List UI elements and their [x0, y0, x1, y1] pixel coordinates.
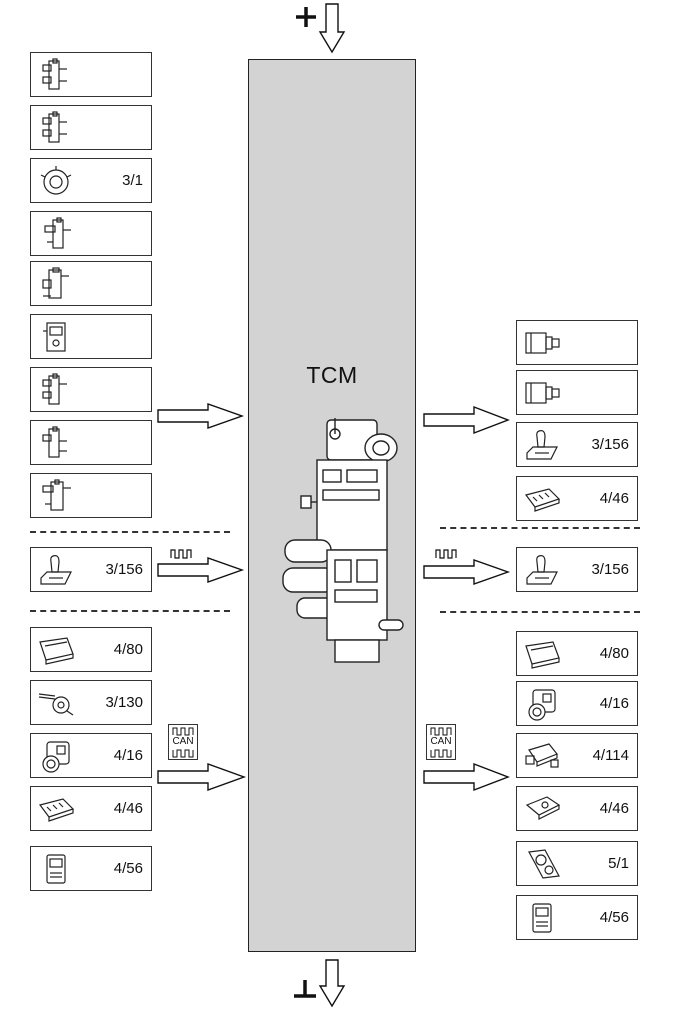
power-in-arrow [318, 3, 346, 54]
left-input-gear-selector: 3/156 [30, 547, 152, 592]
output-arrow-2 [423, 559, 511, 585]
right-output-4-46b: 4/46 [516, 786, 638, 831]
control-module-icon [525, 641, 560, 669]
abs-module-icon [525, 796, 561, 820]
left-input-4-56: 4/56 [30, 846, 152, 891]
left-input-2 [30, 105, 152, 150]
separator-left-2 [30, 610, 230, 612]
gear-selector-icon [526, 555, 558, 585]
ground-symbol-icon [294, 980, 316, 998]
rotary-sensor-icon [40, 166, 72, 195]
engine-ecu-icon [38, 798, 75, 822]
left-input-4-46: 4/46 [30, 786, 152, 831]
gear-selector-icon [526, 430, 558, 460]
separator-right-2 [440, 611, 640, 613]
output-arrow-1 [423, 405, 510, 435]
right-output-5-1: 5/1 [516, 841, 638, 886]
can-signal-top-icon [430, 727, 452, 736]
pwm-signal-icon-right [435, 549, 457, 559]
left-input-6 [30, 314, 152, 359]
input-arrow-2 [157, 557, 245, 583]
can-signal-bottom-icon [172, 749, 194, 758]
gear-selector-icon [40, 555, 72, 585]
left-input-1 [30, 52, 152, 97]
right-output-2 [516, 370, 638, 415]
hydraulic-valve-icon [42, 58, 67, 90]
hydraulic-valve-icon [42, 267, 69, 299]
left-input-4 [30, 211, 152, 256]
power-supply-plus-icon [296, 7, 316, 27]
left-input-4-80: 4/80 [30, 627, 152, 672]
right-output-gear-selector-2: 3/156 [516, 547, 638, 592]
right-output-gear-selector: 3/156 [516, 422, 638, 467]
can-signal-top-icon [172, 727, 194, 736]
output-arrow-3 [423, 762, 510, 792]
left-input-5 [30, 261, 152, 306]
valve-body-illustration [282, 418, 404, 663]
separator-left-1 [30, 531, 230, 533]
control-module-icon [39, 637, 74, 665]
hydraulic-valve-icon [42, 426, 67, 458]
tcm-unit: TCM [248, 59, 416, 952]
tcm-label: TCM [306, 362, 358, 388]
left-input-4-16: 4/16 [30, 733, 152, 778]
throttle-body-icon [528, 689, 556, 721]
right-output-1 [516, 320, 638, 365]
hydraulic-valve-icon [42, 111, 67, 143]
can-bus-badge-right: CAN [426, 724, 456, 760]
input-arrow-1 [157, 403, 245, 429]
right-output-4-56: 4/56 [516, 895, 638, 940]
right-output-4-16: 4/16 [516, 681, 638, 726]
throttle-body-icon [42, 741, 70, 773]
can-signal-bottom-icon [430, 749, 452, 758]
solenoid-valve-icon [525, 332, 560, 354]
body-module-icon [532, 903, 552, 933]
input-arrow-3 [157, 763, 247, 791]
hydraulic-valve-icon [42, 373, 67, 405]
right-output-4-46: 4/46 [516, 476, 638, 521]
pressure-switch-icon [43, 322, 66, 352]
left-input-8 [30, 420, 152, 465]
left-input-7 [30, 367, 152, 412]
instrument-cluster-icon [528, 849, 560, 879]
hydraulic-valve-icon [42, 479, 71, 511]
can-bus-badge-left: CAN [168, 724, 198, 760]
steering-column-switch-icon [38, 693, 74, 716]
left-input-3-130: 3/130 [30, 680, 152, 725]
left-input-9 [30, 473, 152, 518]
ground-out-arrow [318, 959, 346, 1008]
solenoid-valve-icon [525, 382, 560, 404]
right-output-4-114: 4/114 [516, 733, 638, 778]
pwm-signal-icon-left [170, 549, 192, 559]
body-module-icon [46, 854, 66, 884]
airbag-module-icon [525, 743, 559, 768]
separator-right-1 [440, 527, 640, 529]
engine-ecu-icon [524, 488, 561, 512]
hydraulic-valve-icon [44, 217, 71, 249]
right-output-4-80: 4/80 [516, 631, 638, 676]
left-input-3: 3/1 [30, 158, 152, 203]
